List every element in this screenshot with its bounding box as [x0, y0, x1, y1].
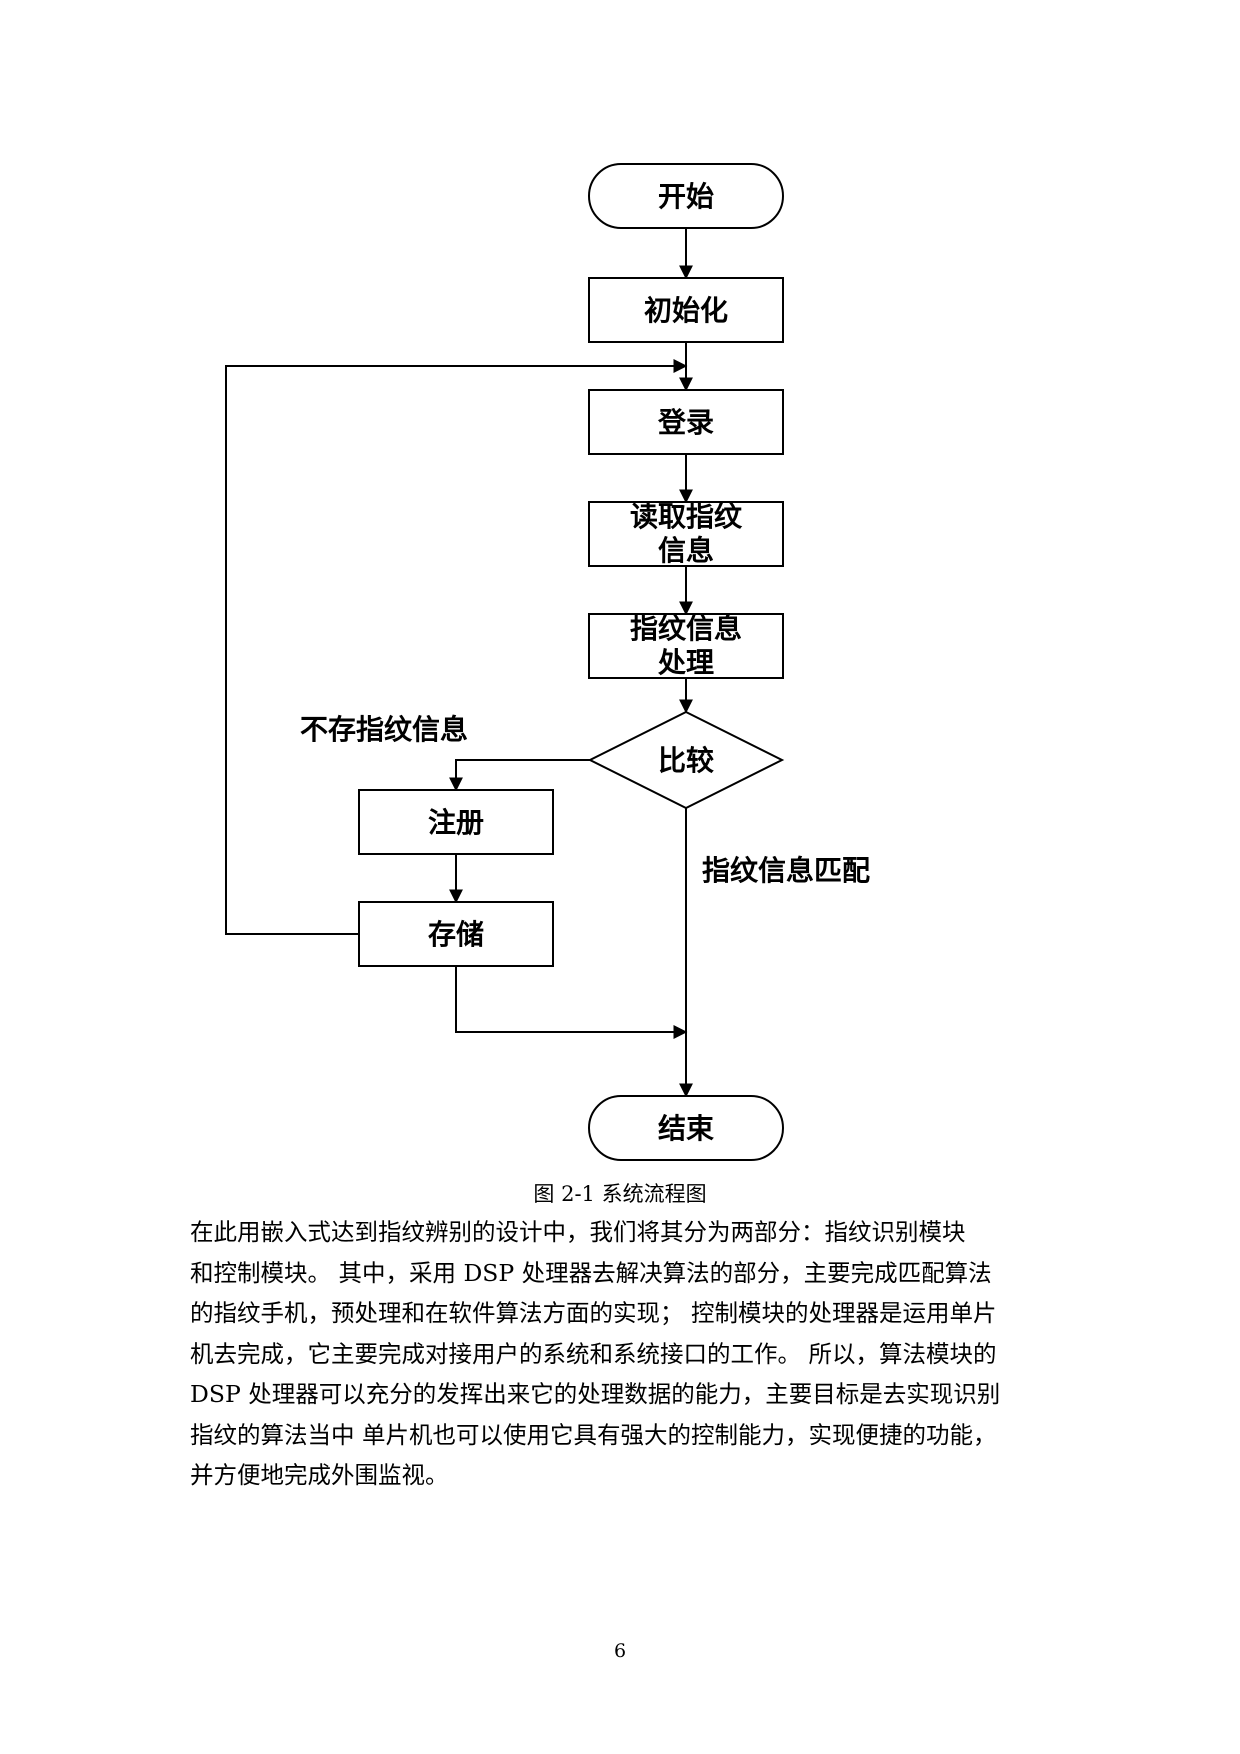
- register-box: [358, 789, 554, 855]
- paragraph-line: 和控制模块。 其中，采用 DSP 处理器去解决算法的部分，主要完成匹配算法: [190, 1258, 992, 1287]
- process-fingerprint-label-1: 指纹信息: [630, 612, 742, 645]
- process-fingerprint-box: [588, 613, 784, 679]
- paragraph-line: 在此用嵌入式达到指纹辨别的设计中，我们将其分为两部分：指纹识别模块: [190, 1218, 966, 1246]
- match-label: 指纹信息匹配: [702, 854, 870, 887]
- login-label: 登录: [657, 406, 714, 439]
- process-fingerprint-label-2: 处理: [657, 646, 714, 679]
- end-label: 结束: [658, 1112, 714, 1145]
- read-fingerprint-label-2: 信息: [658, 534, 714, 567]
- read-fingerprint-label-1: 读取指纹: [630, 500, 743, 533]
- body-paragraph: 在此用嵌入式达到指纹辨别的设计中，我们将其分为两部分：指纹识别模块 和控制模块。…: [190, 1212, 1060, 1496]
- store-label: 存储: [428, 918, 484, 951]
- compare-label: 比较: [658, 744, 714, 777]
- page-number: 6: [613, 1640, 627, 1662]
- paragraph-line: 机去完成，它主要完成对接用户的系统和系统接口的工作。 所以，算法模块的: [190, 1339, 997, 1368]
- end-terminal: [588, 1095, 784, 1161]
- init-box: [588, 277, 784, 343]
- paragraph-line: DSP 处理器可以充分的发挥出来它的处理数据的能力，主要目标是去实现识别: [190, 1380, 1001, 1408]
- no-fingerprint-label: 不存指纹信息: [300, 713, 468, 746]
- figure-caption: 图 2-1 系统流程图: [533, 1182, 707, 1206]
- init-label: 初始化: [644, 294, 728, 327]
- paragraph-line: 指纹的算法当中 单片机也可以使用它具有强大的控制能力，实现便捷的功能，: [190, 1420, 997, 1449]
- paragraph-line: 的指纹手机，预处理和在软件算法方面的实现； 控制模块的处理器是运用单片: [190, 1299, 997, 1327]
- system-flowchart: 开始 初始化 登录 读取指纹 信息 指纹信息 处理 比较 不存指纹信息 注册 存…: [225, 163, 870, 1161]
- start-label: 开始: [658, 180, 714, 213]
- register-label: 注册: [428, 806, 484, 839]
- read-fingerprint-box: [588, 501, 784, 567]
- paragraph-line: 并方便地完成外围监视。: [190, 1461, 449, 1489]
